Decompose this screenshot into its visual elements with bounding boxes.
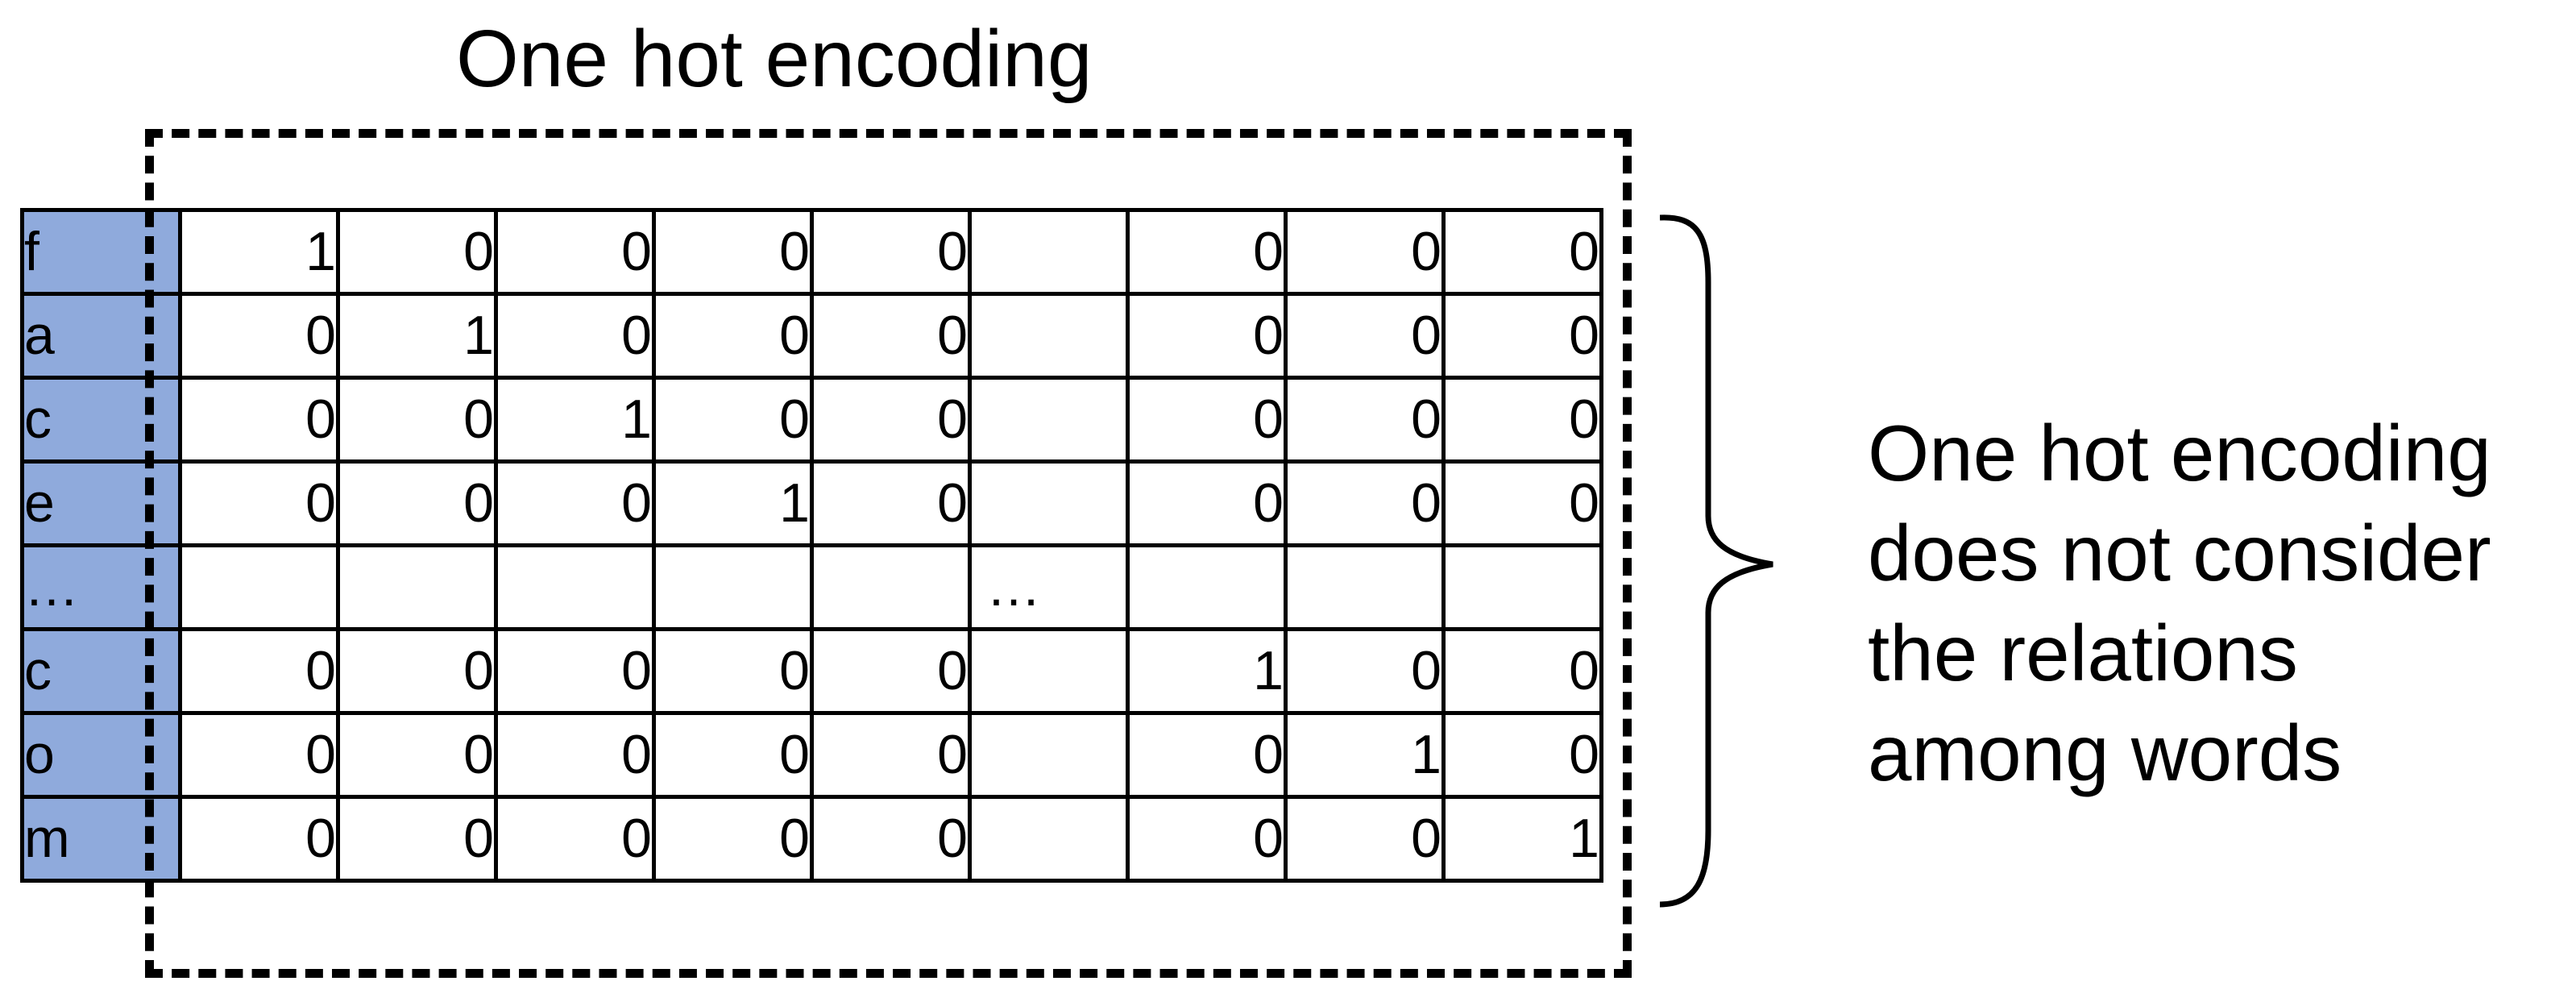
matrix-cell: 0: [178, 292, 340, 380]
matrix-cell: 1: [1441, 795, 1603, 883]
matrix-cell: 1: [494, 376, 656, 464]
matrix-cell: 0: [1284, 208, 1446, 296]
note-line: among words: [1868, 709, 2342, 797]
matrix-cell: 0: [494, 459, 656, 547]
row-label: f: [20, 208, 182, 296]
row-label: …: [20, 543, 182, 631]
matrix-cell: 1: [336, 292, 498, 380]
matrix-cell: [968, 627, 1130, 715]
encoding-note: One hot encoding does not consider the r…: [1868, 403, 2569, 803]
matrix-cell: 0: [1441, 292, 1603, 380]
matrix-cell: 0: [810, 292, 972, 380]
row-label: a: [20, 292, 182, 380]
matrix-cell: [968, 459, 1130, 547]
matrix-cell: 0: [810, 376, 972, 464]
matrix-cell: 0: [1126, 459, 1288, 547]
matrix-cell: [1441, 543, 1603, 631]
row-label: o: [20, 711, 182, 799]
matrix-cell: 0: [494, 208, 656, 296]
matrix-cell: 0: [494, 627, 656, 715]
matrix-cell: [968, 711, 1130, 799]
matrix-cell: 0: [178, 627, 340, 715]
matrix-cell: 0: [652, 795, 814, 883]
matrix-cell: 0: [336, 459, 498, 547]
matrix-cell: …: [968, 543, 1130, 631]
matrix-cell: 0: [1284, 292, 1446, 380]
matrix-cell: 0: [652, 292, 814, 380]
diagram-title: One hot encoding: [456, 14, 1093, 104]
curly-brace-icon: [1660, 214, 1773, 908]
matrix-cell: 0: [336, 376, 498, 464]
matrix-cell: 1: [1126, 627, 1288, 715]
matrix-cell: 0: [336, 795, 498, 883]
matrix-cell: 0: [178, 376, 340, 464]
matrix-cell: 0: [1284, 376, 1446, 464]
matrix-cell: [336, 543, 498, 631]
matrix-cell: 0: [810, 627, 972, 715]
matrix-cell: 0: [336, 711, 498, 799]
matrix-cell: 0: [1441, 627, 1603, 715]
matrix-cell: 0: [494, 292, 656, 380]
matrix-cell: 0: [652, 376, 814, 464]
matrix-cell: 1: [652, 459, 814, 547]
matrix-cell: 0: [1126, 711, 1288, 799]
matrix-cell: 0: [652, 711, 814, 799]
matrix-row: ……: [20, 543, 1603, 631]
matrix-cell: 0: [1126, 376, 1288, 464]
matrix-cell: 0: [652, 208, 814, 296]
row-label: c: [20, 376, 182, 464]
matrix-cell: 0: [336, 208, 498, 296]
matrix-cell: 0: [1441, 711, 1603, 799]
matrix-cell: 0: [1441, 376, 1603, 464]
matrix-cell: 0: [178, 459, 340, 547]
matrix-cell: [968, 292, 1130, 380]
matrix-cell: [968, 376, 1130, 464]
matrix-cell: 0: [810, 459, 972, 547]
matrix-cell: 1: [1284, 711, 1446, 799]
row-label: e: [20, 459, 182, 547]
note-line: the relations: [1868, 609, 2298, 697]
matrix-cell: [1284, 543, 1446, 631]
matrix-cell: 0: [1284, 627, 1446, 715]
matrix-cell: 0: [178, 795, 340, 883]
matrix-cell: [178, 543, 340, 631]
matrix-cell: [968, 208, 1130, 296]
matrix-cell: 0: [1126, 208, 1288, 296]
matrix-cell: 0: [1126, 795, 1288, 883]
matrix-cell: 0: [1284, 795, 1446, 883]
matrix-cell: 0: [810, 795, 972, 883]
note-line: One hot encoding: [1868, 409, 2491, 497]
note-line: does not consider: [1868, 509, 2491, 597]
matrix-cell: [968, 795, 1130, 883]
matrix-cell: 0: [810, 208, 972, 296]
matrix-cell: 0: [336, 627, 498, 715]
matrix-cell: 0: [1126, 292, 1288, 380]
matrix-cell: 0: [178, 711, 340, 799]
matrix-cell: 0: [652, 627, 814, 715]
matrix-cell: [1126, 543, 1288, 631]
matrix-cell: [652, 543, 814, 631]
matrix-cell: 0: [1284, 459, 1446, 547]
matrix-cell: 0: [810, 711, 972, 799]
matrix-cell: 0: [494, 795, 656, 883]
row-label: c: [20, 627, 182, 715]
matrix-cell: 1: [178, 208, 340, 296]
matrix-cell: [494, 543, 656, 631]
matrix-cell: 0: [1441, 459, 1603, 547]
row-label: m: [20, 795, 182, 883]
matrix-cell: 0: [1441, 208, 1603, 296]
matrix-cell: 0: [494, 711, 656, 799]
matrix-cell: [810, 543, 972, 631]
